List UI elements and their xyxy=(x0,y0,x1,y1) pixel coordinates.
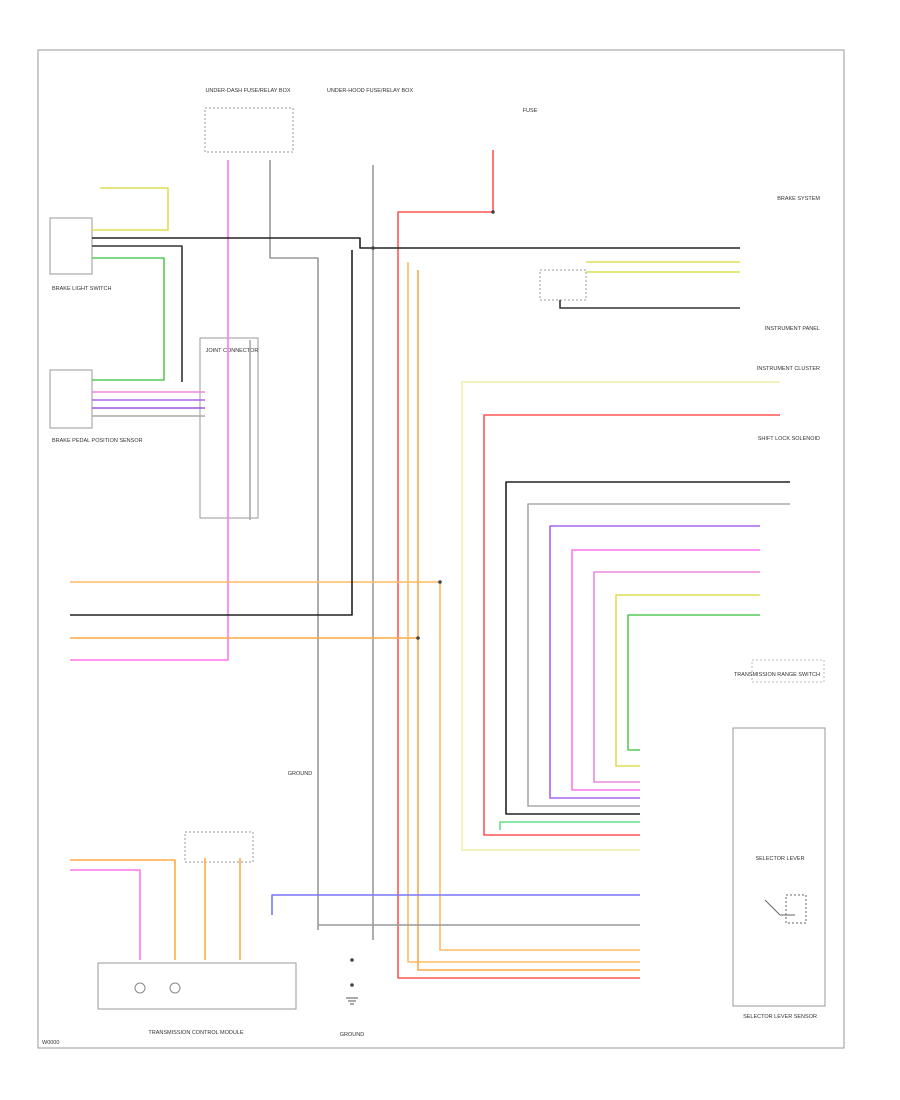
wire-grnwht-sl xyxy=(527,503,790,807)
label-ground-point-2: GROUND xyxy=(340,1032,364,1038)
brake-pedal-sensor-box xyxy=(49,369,93,429)
label-fuse-right: FUSE xyxy=(523,108,538,114)
wires xyxy=(70,150,790,979)
label-fuse-box-top: UNDER-HOOD FUSE/RELAY BOX xyxy=(327,88,414,94)
wire-grnwht-sl2 xyxy=(499,821,640,830)
label-ground-point: GROUND xyxy=(288,771,312,777)
label-selector-lever-sensor: SELECTOR LEVER SENSOR xyxy=(743,1014,817,1020)
wire-blkyel-bls xyxy=(92,245,183,382)
wire-org-tcm xyxy=(70,859,176,960)
label-brake-pedal-sensor: BRAKE PEDAL POSITION SENSOR xyxy=(52,438,143,444)
label-shift-lock: SHIFT LOCK SOLENOID xyxy=(758,436,820,442)
wire-grn-sl xyxy=(627,614,760,751)
wire-yelwht-sl xyxy=(615,594,760,767)
label-joint-connector: JOINT CONNECTOR xyxy=(206,348,259,354)
junction-dot xyxy=(350,983,354,987)
junction-dot xyxy=(438,580,442,584)
label-transmission-control: TRANSMISSION CONTROL MODULE xyxy=(148,1030,243,1036)
wire-orgwht-left xyxy=(70,581,640,951)
wire-org-upper xyxy=(417,270,640,971)
diagram-frame xyxy=(37,49,845,1049)
brake-light-switch-box xyxy=(49,217,93,275)
joint-connector-right-box xyxy=(539,269,587,301)
tcm-connector xyxy=(169,982,181,994)
junction-dot xyxy=(371,246,375,250)
wire-orgwht-upper xyxy=(407,262,640,963)
selector-lever-box xyxy=(732,727,826,1007)
tcm-connectors xyxy=(134,982,181,994)
label-instrument-panel: INSTRUMENT PANEL xyxy=(765,326,820,332)
junctions xyxy=(350,210,495,987)
tcm-box xyxy=(97,962,297,1010)
junction-dot xyxy=(491,210,495,214)
label-selector-lever: SELECTOR LEVER xyxy=(755,856,804,862)
bottom-joint-box xyxy=(184,831,254,863)
tcm-connector xyxy=(134,982,146,994)
wire-pnk-sl xyxy=(571,549,760,791)
label-brake-light-switch: BRAKE LIGHT SWITCH xyxy=(52,286,112,292)
wire-pnk-tcm xyxy=(70,869,141,960)
trans-range-box xyxy=(751,659,825,683)
wire-vio-sl xyxy=(549,525,760,799)
joint-connector-box xyxy=(199,337,259,519)
label-instrument-cluster: INSTRUMENT CLUSTER xyxy=(757,366,820,372)
wire-grn-bls xyxy=(92,257,165,381)
wire-pnk-cabin xyxy=(70,160,229,661)
selector-switch xyxy=(764,894,807,924)
wire-red-ic xyxy=(483,414,780,836)
label-brake-system: BRAKE SYSTEM xyxy=(777,196,820,202)
wire-red-fuse xyxy=(397,150,640,979)
wire-blk-right xyxy=(559,300,740,309)
ground-symbol xyxy=(346,997,358,1005)
wire-yel-bls xyxy=(92,187,169,231)
wire-pnkwht-sl xyxy=(593,571,760,783)
wire-wht-cabin xyxy=(269,160,319,930)
cabin-fuse-box xyxy=(204,107,294,153)
wire-blkwht-sl xyxy=(505,481,790,815)
wire-blk-bls xyxy=(92,237,740,249)
label-transmission-range: TRANSMISSION RANGE SWITCH xyxy=(734,672,820,678)
footer-code: W0000 xyxy=(42,1040,59,1046)
wire-blu-sel xyxy=(271,894,640,915)
junction-dot xyxy=(416,636,420,640)
label-cabin-fuse-box: UNDER-DASH FUSE/RELAY BOX xyxy=(205,88,290,94)
wire-whtyel-ic xyxy=(461,381,780,851)
junction-dot xyxy=(350,958,354,962)
wire-blk-left xyxy=(70,250,353,616)
